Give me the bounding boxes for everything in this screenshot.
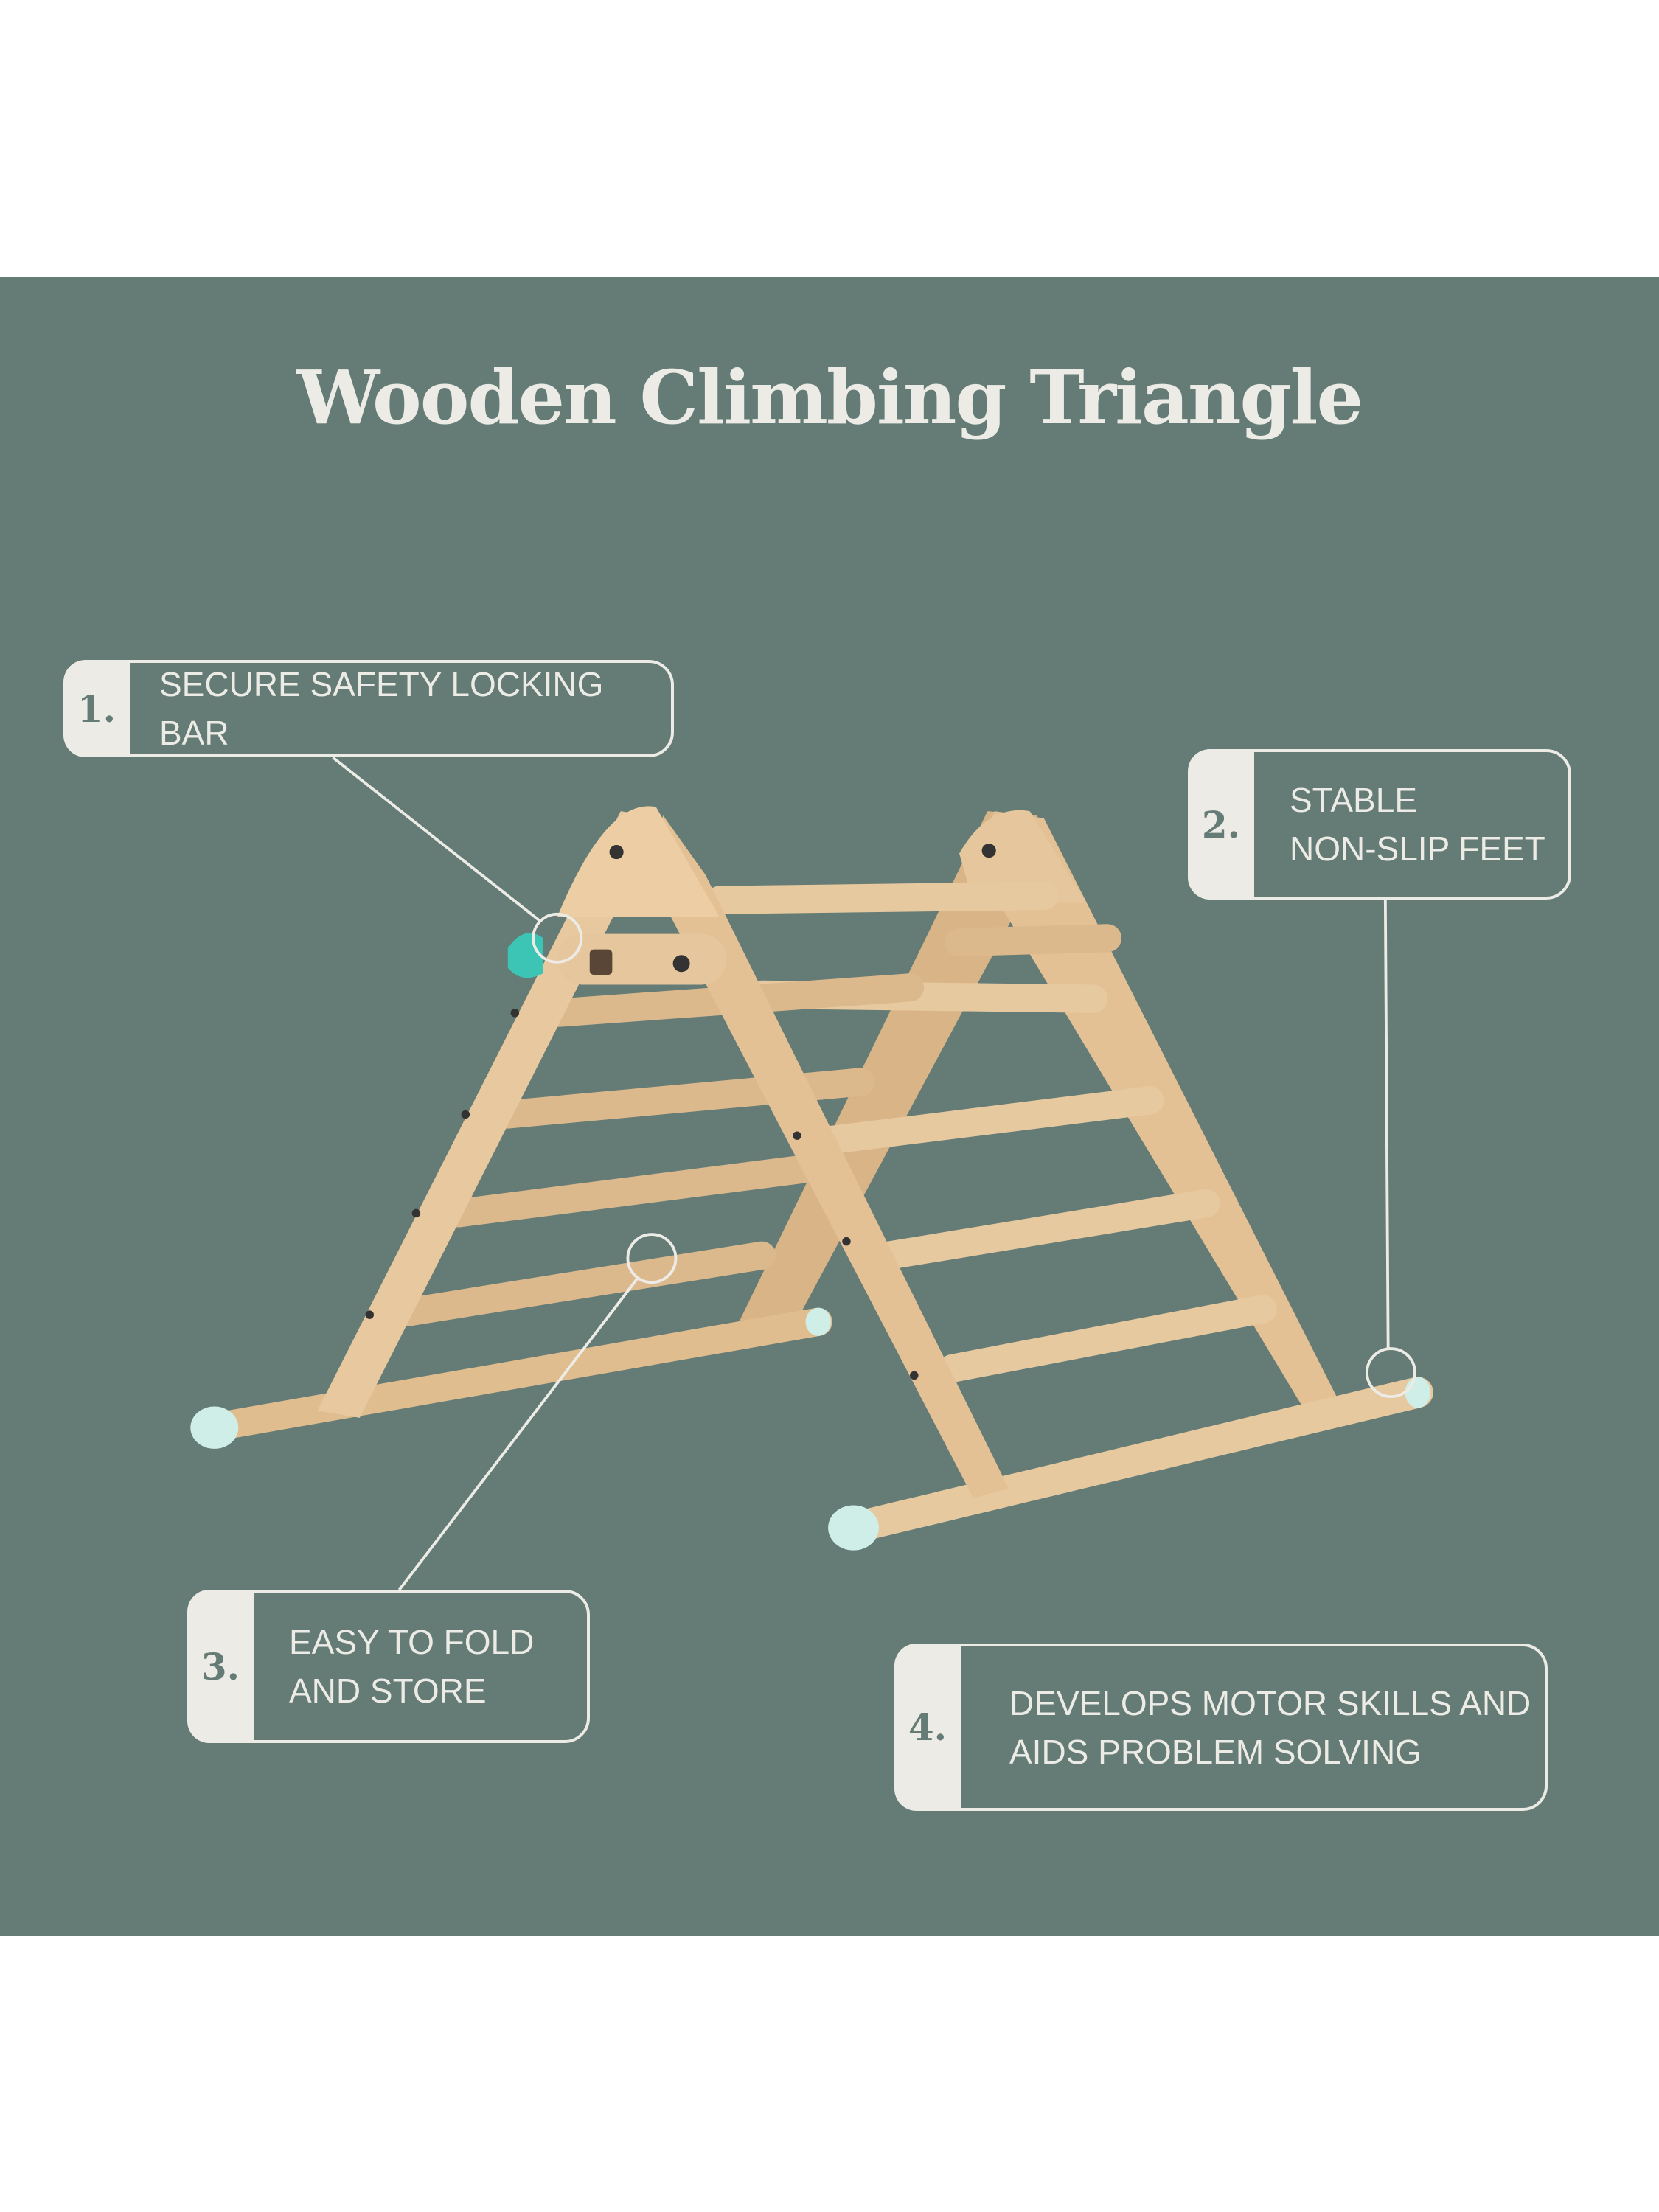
feature-number: 4. [894, 1644, 961, 1811]
pointer-line-3 [397, 1277, 639, 1591]
bolt-icon [981, 844, 996, 858]
base-bars [197, 1307, 1433, 1544]
feature-text: DEVELOPS MOTOR SKILLS AND [1009, 1683, 1531, 1722]
feature-number: 3. [187, 1590, 254, 1743]
foot-cap-icon [828, 1505, 879, 1551]
brand-badge-icon [589, 949, 613, 975]
non-slip-feet [190, 1307, 1431, 1551]
callout-pointers [332, 756, 1416, 1591]
front-right-leg [649, 815, 1009, 1498]
bolt-icon [672, 955, 690, 973]
background-band [0, 276, 1659, 1935]
feature-text: STABLE [1290, 781, 1417, 819]
foot-cap-icon [1405, 1377, 1431, 1408]
feature-callout-1: 1. SECURE SAFETY LOCKING BAR [63, 660, 674, 757]
feature-text: NON-SLIP FEET [1290, 830, 1545, 868]
feature-number: 2. [1188, 749, 1254, 900]
back-top-plate [959, 810, 1087, 903]
foot-cap-icon [805, 1307, 831, 1336]
feature-text: AND STORE [289, 1672, 487, 1710]
pointer-circle-2 [1366, 1347, 1416, 1399]
feature-callout-4: 4. DEVELOPS MOTOR SKILLS AND AIDS PROBLE… [894, 1644, 1548, 1811]
pointer-line-1 [332, 756, 541, 922]
feature-callout-2: 2. STABLE NON-SLIP FEET [1188, 749, 1571, 900]
feature-text: EASY TO FOLD [289, 1623, 535, 1661]
feature-number: 1. [63, 660, 130, 757]
feature-text: AIDS PROBLEM SOLVING [1009, 1732, 1422, 1771]
bolt-icon [609, 845, 624, 860]
pointer-line-2 [1383, 898, 1390, 1349]
rungs [394, 881, 1277, 1382]
feature-callout-3: 3. EASY TO FOLD AND STORE [187, 1590, 590, 1743]
feature-text: SECURE SAFETY LOCKING BAR [159, 665, 604, 752]
pointer-circle-3 [626, 1233, 678, 1284]
locking-bar [557, 933, 727, 985]
lock-button-icon [507, 933, 543, 978]
front-frame [317, 806, 1009, 1498]
pointer-circle-1 [532, 912, 583, 964]
foot-cap-icon [190, 1406, 239, 1449]
front-top-plate [557, 806, 720, 917]
page-title: Wooden Climbing Triangle [296, 354, 1363, 441]
